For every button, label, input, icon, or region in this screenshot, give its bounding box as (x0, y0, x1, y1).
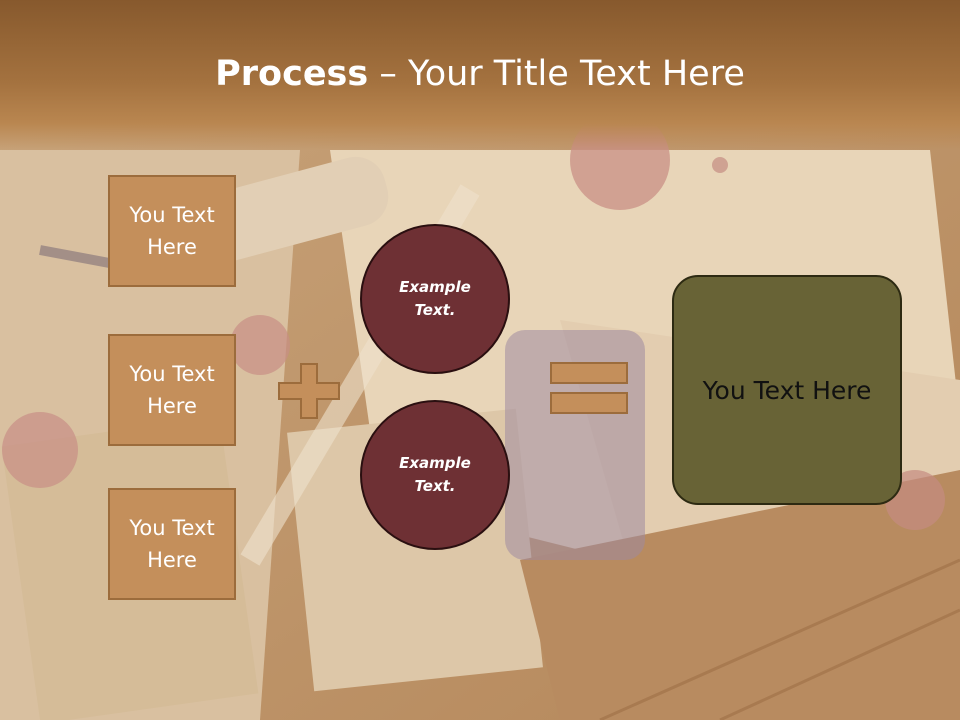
operand-text: Example Text. (399, 278, 471, 319)
input-box: You Text Here (108, 334, 236, 446)
input-box-text: You Text Here (129, 516, 215, 572)
operand-circle: Example Text. (360, 224, 510, 374)
plus-icon (278, 363, 340, 419)
title-bar (0, 0, 960, 150)
title-bold: Process (215, 54, 369, 94)
input-box-text: You Text Here (129, 203, 215, 259)
input-box: You Text Here (108, 488, 236, 600)
result-text: You Text Here (702, 375, 872, 405)
result-box: You Text Here (672, 275, 902, 505)
operand-text: Example Text. (399, 454, 471, 495)
equals-icon (550, 362, 628, 414)
operand-circle: Example Text. (360, 400, 510, 550)
input-box-text: You Text Here (129, 362, 215, 418)
slide-title: Process – Your Title Text Here (0, 52, 960, 96)
input-box: You Text Here (108, 175, 236, 287)
title-rest: – Your Title Text Here (368, 54, 745, 94)
